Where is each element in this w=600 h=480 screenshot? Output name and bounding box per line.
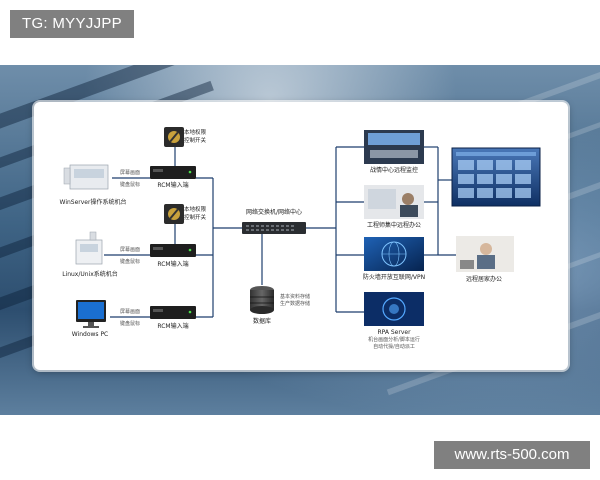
switch-ports — [246, 225, 294, 231]
rcm-label: RCM输入端 — [157, 322, 188, 330]
rpa-title: RPA Server — [377, 329, 411, 336]
keyboard-label: 键盘鼠标 — [120, 181, 140, 188]
rcm-label: RCM输入端 — [157, 181, 188, 189]
engineer-label: 工程师集中远程办公 — [367, 221, 421, 229]
watermark-bottom: www.rts-500.com — [434, 441, 590, 469]
keyboard-label: 键盘鼠标 — [120, 320, 140, 327]
keyboard-label: 键盘鼠标 — [120, 258, 140, 265]
machine-window — [80, 244, 98, 252]
network-switch-label: 网络交换机/网络中心 — [246, 208, 302, 216]
war-room-label: 战情中心远程监控 — [370, 166, 418, 174]
rcm-port — [153, 169, 163, 172]
source-label-linux: Linux/Unix系统机台 — [62, 270, 118, 278]
kvm-labels: 屏幕画面 键盘鼠标 屏幕画面 键盘鼠标 屏幕画面 键盘鼠标 — [120, 169, 140, 327]
local-switch-middle: 本地权限 控制开关 — [164, 204, 207, 224]
database: 数据库 基本资料存储 生产数据存储 — [250, 286, 310, 325]
monitor-stand — [88, 322, 94, 326]
connector-lines — [104, 146, 456, 318]
monitor-base — [83, 326, 99, 328]
database-note-1: 基本资料存储 — [280, 293, 310, 300]
dest-rpa: RPA Server 机台画面分析/脚本运行 自动代操/自动派工 — [364, 292, 424, 350]
laptop — [460, 260, 474, 269]
source-label-winserver: WinServer操作系统机台 — [60, 198, 127, 206]
machine-window — [74, 169, 104, 178]
source-windows-pc: Windows PC — [72, 300, 109, 338]
network-switch: 网络交换机/网络中心 — [242, 208, 306, 234]
rcm-port — [153, 247, 163, 250]
video-wall — [368, 133, 420, 145]
dest-war-room: 战情中心远程监控 — [364, 130, 424, 174]
rcm-unit-2: RCM输入端 — [150, 244, 196, 268]
rcm-unit-3: RCM输入端 — [150, 306, 196, 330]
rpa-line-1: 机台画面分析/脚本运行 — [368, 336, 420, 343]
rpa-line-2: 自动代操/自动派工 — [373, 343, 415, 350]
monitoring-dashboard — [451, 147, 541, 207]
source-label-pc: Windows PC — [72, 331, 109, 338]
key-switch-key — [169, 131, 179, 143]
home-label: 远程居家办公 — [466, 275, 502, 283]
watermark-top: TG: MYYJJPP — [10, 10, 134, 38]
key-switch-key — [169, 208, 179, 220]
rcm-port — [153, 309, 163, 312]
machine-top — [89, 231, 97, 241]
database-label: 数据库 — [253, 317, 271, 325]
dest-vpn: 防火墙开放互联网/VPN — [363, 237, 425, 281]
dest-home: 远程居家办公 — [456, 236, 514, 283]
rcm-unit-1: RCM输入端 — [150, 166, 196, 189]
rcm-led — [188, 310, 192, 314]
screen-area — [368, 189, 396, 209]
person-head — [480, 243, 492, 255]
screen-label: 屏幕画面 — [120, 169, 140, 176]
desk-row — [370, 150, 418, 158]
dest-engineer: 工程师集中远程办公 — [364, 185, 424, 229]
screen-label: 屏幕画面 — [120, 246, 140, 253]
person-body — [477, 255, 495, 269]
source-linux: Linux/Unix系统机台 — [62, 231, 118, 278]
monitor-screen — [78, 302, 104, 319]
local-switch-line2: 控制开关 — [184, 136, 207, 144]
rcm-led — [188, 170, 192, 174]
person-body — [400, 205, 418, 217]
switch-device-icon — [242, 222, 306, 234]
rcm-label: RCM输入端 — [157, 260, 188, 268]
rcm-led — [188, 248, 192, 252]
database-note-2: 生产数据存储 — [280, 300, 310, 307]
local-switch-line1: 本地权限 — [184, 128, 207, 136]
rpa-hud-icon — [382, 297, 406, 321]
screen-label: 屏幕画面 — [120, 308, 140, 315]
machine-side — [63, 167, 71, 185]
database-icon-bottom — [250, 306, 274, 314]
local-switch-line2: 控制开关 — [184, 213, 207, 221]
local-switch-top: 本地权限 控制开关 — [164, 127, 207, 147]
source-winserver: WinServer操作系统机台 — [60, 164, 127, 206]
person-head — [402, 193, 414, 205]
local-switch-line1: 本地权限 — [184, 205, 207, 213]
database-icon-body — [250, 290, 274, 310]
vpn-label: 防火墙开放互联网/VPN — [363, 273, 425, 281]
